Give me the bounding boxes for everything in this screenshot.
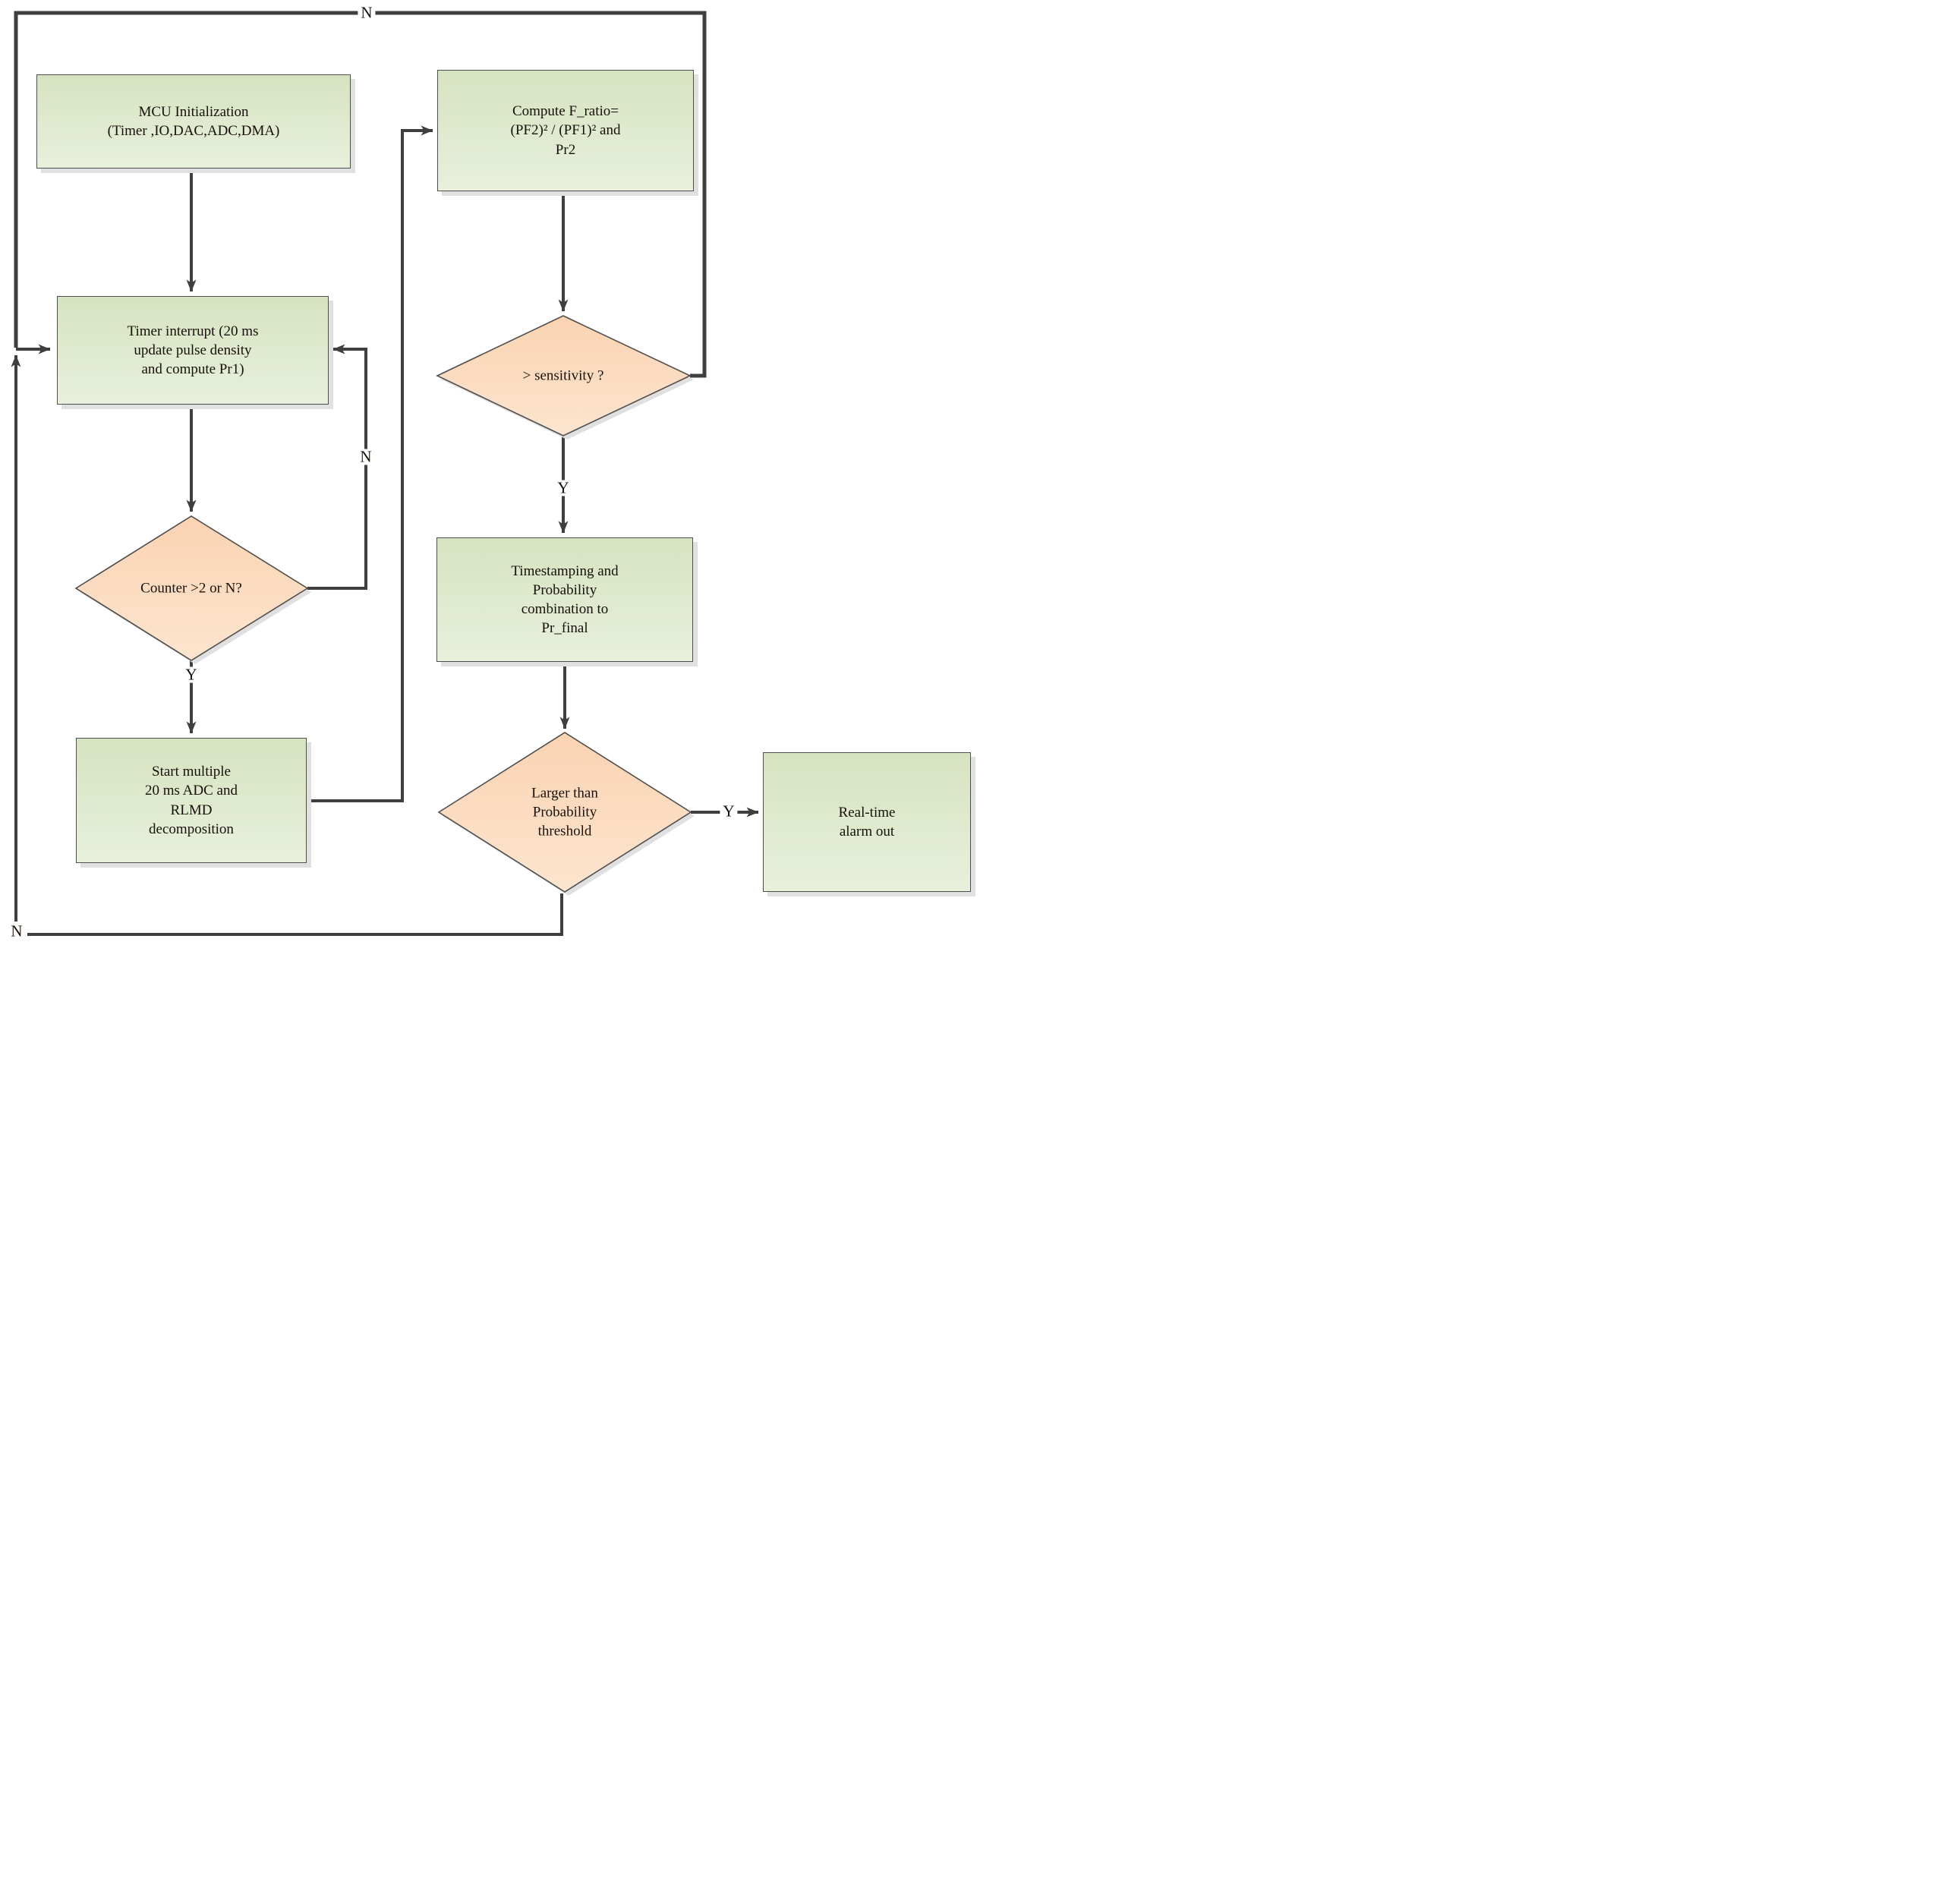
- node-realtime-alarm: Real-time alarm out: [763, 752, 971, 892]
- node-mcu-initialization-label: MCU Initialization (Timer ,IO,DAC,ADC,DM…: [107, 103, 280, 139]
- node-realtime-alarm-label: Real-time alarm out: [838, 804, 896, 840]
- threshold-decision-shape: [437, 732, 692, 893]
- node-timestamping-label: Timestamping and Probability combination…: [511, 562, 619, 637]
- counter-decision-shape: [74, 515, 309, 661]
- branch-label-counter-yes: Y: [182, 666, 200, 683]
- branch-label-counter-no: N: [357, 449, 375, 465]
- node-sensitivity-decision-label: > sensitivity ?: [522, 367, 604, 384]
- node-start-adc-rlmd-label: Start multiple 20 ms ADC and RLMD decomp…: [145, 764, 238, 837]
- node-start-adc-rlmd: Start multiple 20 ms ADC and RLMD decomp…: [76, 738, 307, 863]
- node-counter-decision: Counter >2 or N?: [91, 578, 291, 597]
- node-timer-interrupt-label: Timer interrupt (20 ms update pulse dens…: [127, 323, 259, 378]
- node-sensitivity-decision: > sensitivity ?: [453, 366, 673, 385]
- node-counter-decision-label: Counter >2 or N?: [140, 580, 242, 597]
- node-mcu-initialization: MCU Initialization (Timer ,IO,DAC,ADC,DM…: [36, 74, 351, 169]
- connector-layer: [11, 11, 759, 936]
- node-threshold-decision-label: Larger than Probability threshold: [531, 785, 598, 840]
- node-timer-interrupt: Timer interrupt (20 ms update pulse dens…: [57, 296, 329, 405]
- sensitivity-decision-shape: [436, 315, 692, 436]
- branch-label-sensitivity-yes: Y: [554, 480, 572, 496]
- edge-counter-no-loop: [307, 344, 367, 590]
- branch-label-sensitivity-no: N: [358, 5, 376, 21]
- node-compute-fratio-label: Compute F_ratio= (PF2)² / (PF1)² and Pr2: [510, 103, 621, 158]
- flowchart-canvas: MCU Initialization (Timer ,IO,DAC,ADC,DM…: [0, 0, 980, 942]
- node-compute-fratio: Compute F_ratio= (PF2)² / (PF1)² and Pr2: [437, 70, 694, 191]
- edge-start-to-compute: [307, 125, 433, 802]
- branch-label-threshold-no: N: [8, 923, 26, 940]
- node-timestamping: Timestamping and Probability combination…: [436, 537, 693, 662]
- edge-sensitivity-no-loop: [14, 11, 707, 378]
- edge-threshold-no-bottom: [27, 893, 563, 936]
- node-threshold-decision: Larger than Probability threshold: [477, 783, 652, 840]
- branch-label-threshold-yes: Y: [720, 803, 738, 820]
